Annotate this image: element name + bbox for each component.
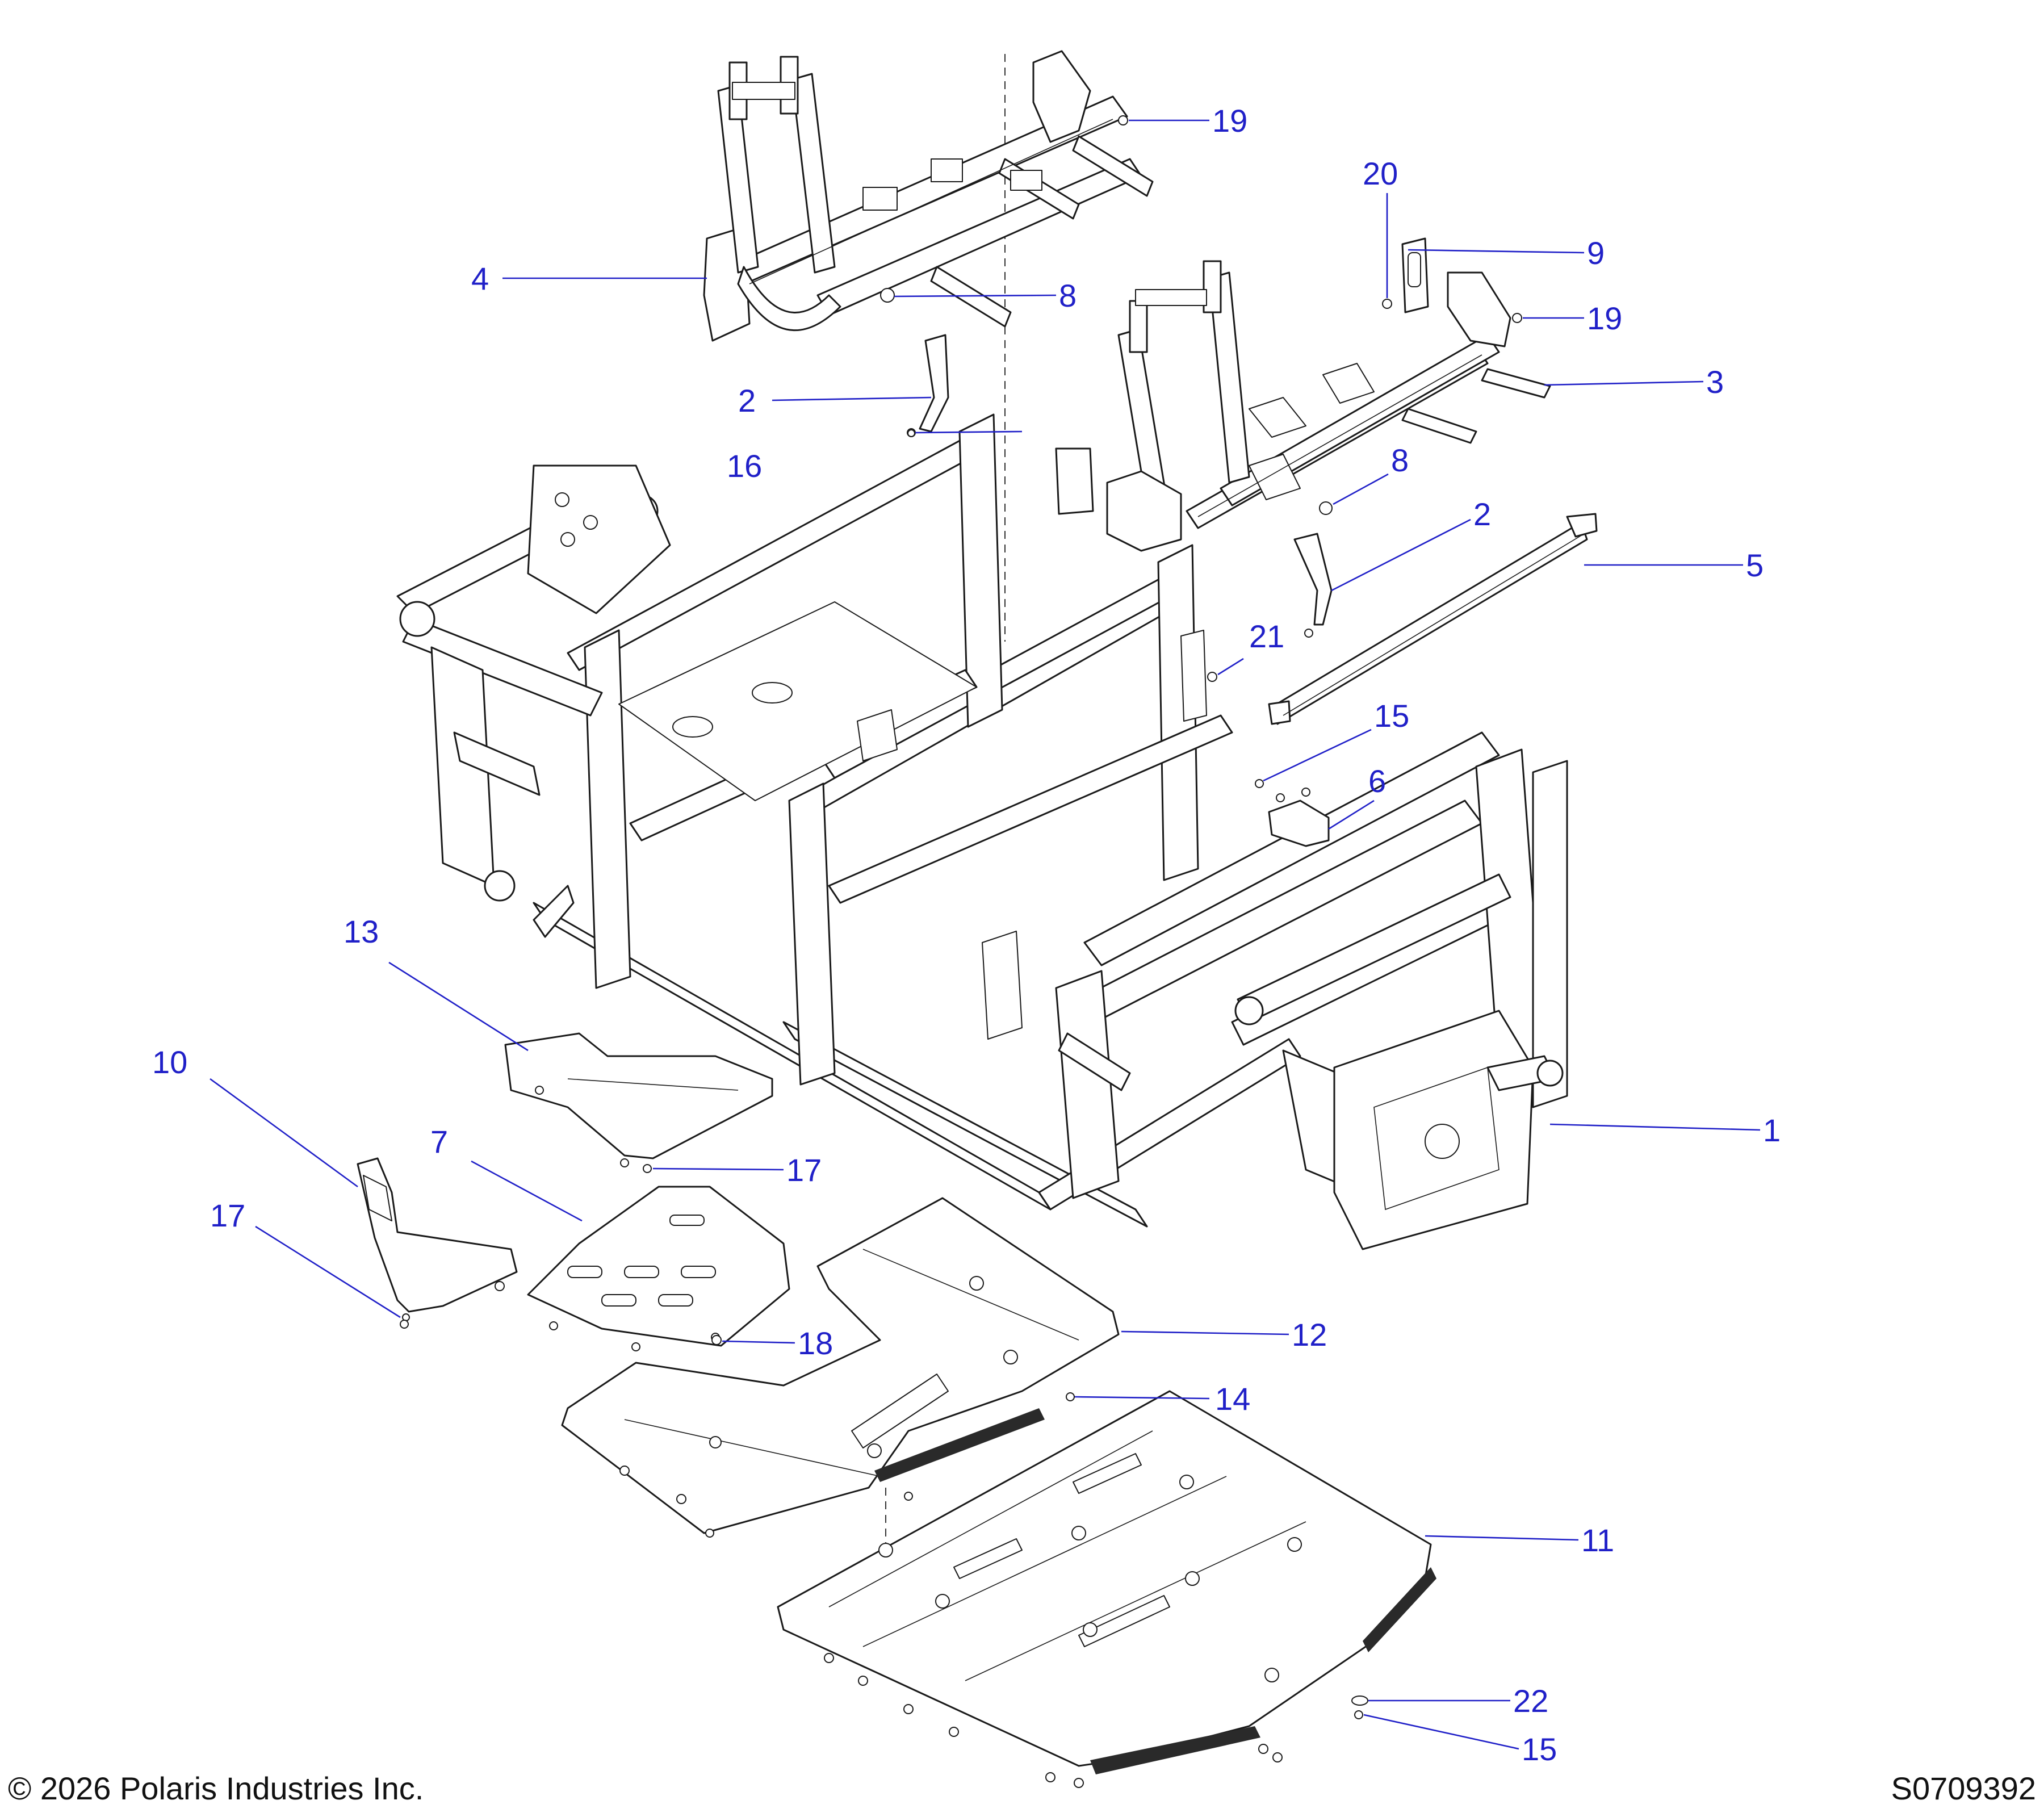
callout-9: 9 <box>1587 235 1605 271</box>
callout-22: 22 <box>1513 1683 1548 1719</box>
callout-18: 18 <box>798 1325 833 1361</box>
callout-1: 1 <box>1763 1112 1781 1148</box>
fastener-15b <box>1354 1710 1363 1719</box>
skid-plate-10 <box>357 1157 518 1321</box>
callout-10: 10 <box>152 1044 187 1080</box>
washer-22 <box>1351 1695 1368 1706</box>
floor-panel-11 <box>777 1390 1436 1788</box>
fastener-16 <box>907 429 915 437</box>
fastener-19a <box>1118 115 1128 125</box>
leader-lines <box>210 119 1761 1750</box>
callout-12: 12 <box>1292 1317 1327 1353</box>
fastener-19b <box>1512 313 1522 323</box>
callout-7: 7 <box>430 1124 448 1159</box>
callout-15b: 15 <box>1522 1731 1557 1767</box>
callout-6: 6 <box>1368 763 1386 799</box>
callout-2b: 2 <box>1473 496 1491 532</box>
drawing-number: S0709392 <box>1891 1770 2036 1806</box>
callout-16: 16 <box>727 448 762 484</box>
fastener-18 <box>711 1335 722 1345</box>
callout-20: 20 <box>1363 156 1398 191</box>
seat-frame-front <box>1055 260 1551 552</box>
callout-8b: 8 <box>1391 442 1409 478</box>
seat-brace-right <box>1293 533 1333 638</box>
side-plate <box>1401 237 1429 313</box>
seat-brace-left <box>907 334 949 437</box>
bushing-left <box>880 288 895 303</box>
callout-5: 5 <box>1746 547 1764 583</box>
fastener-21 <box>1207 672 1217 682</box>
callout-14: 14 <box>1215 1381 1250 1417</box>
callout-3: 3 <box>1706 364 1724 400</box>
fastener-17a <box>643 1164 652 1173</box>
fastener-14 <box>1066 1392 1075 1401</box>
callout-17a: 17 <box>786 1152 822 1188</box>
callout-19a: 19 <box>1212 103 1247 139</box>
copyright-notice: © 2026 Polaris Industries Inc. <box>8 1770 424 1806</box>
fastener-17b <box>400 1320 409 1329</box>
bushing-right <box>1319 501 1333 515</box>
callout-11: 11 <box>1581 1522 1614 1558</box>
skid-plate-7 <box>527 1186 790 1351</box>
callout-2a: 2 <box>738 383 756 418</box>
callout-4: 4 <box>471 261 489 296</box>
seat-frame-rear <box>703 50 1154 342</box>
callout-21: 21 <box>1249 618 1284 654</box>
fastener-15a <box>1255 779 1264 788</box>
callout-13: 13 <box>344 914 379 949</box>
floor-panel-12 <box>561 1197 1120 1538</box>
callout-15a: 15 <box>1374 698 1409 734</box>
callout-17b: 17 <box>210 1198 245 1233</box>
callout-8a: 8 <box>1059 278 1077 313</box>
side-rail <box>1268 513 1598 725</box>
callout-labels: 1 2 2 3 4 5 6 7 8 8 9 10 11 12 13 14 15 … <box>152 103 1781 1767</box>
mount-bracket <box>1268 788 1330 847</box>
callout-19b: 19 <box>1587 300 1622 336</box>
skid-plate-13 <box>504 1032 773 1167</box>
main-chassis-frame <box>396 413 1568 1250</box>
fastener-20 <box>1382 299 1392 309</box>
